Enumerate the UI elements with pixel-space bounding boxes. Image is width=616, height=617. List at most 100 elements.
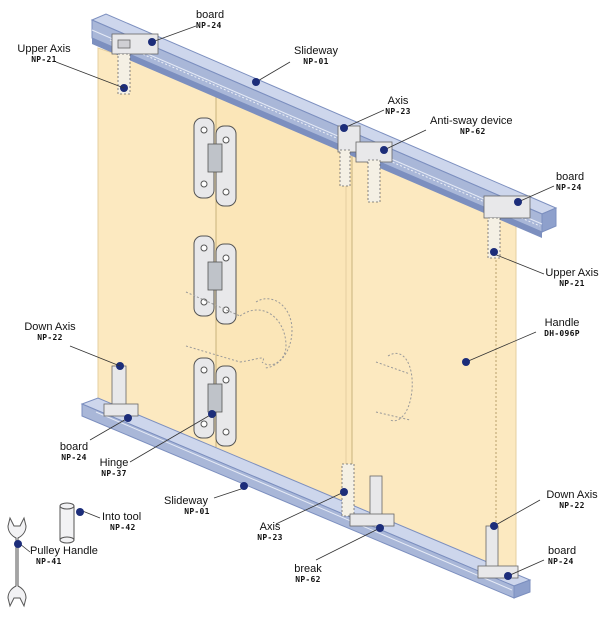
callout-board-top-right: board NP-24 [556,171,585,192]
leader-handle [465,331,537,363]
callout-code: NP-22 [559,500,585,510]
dot-hinge [208,410,216,418]
leader-anti-sway [383,129,427,151]
callout-code: NP-01 [303,56,329,66]
callout-code: DH-096P [544,328,580,338]
dot-into-tool [76,508,84,516]
callout-name: Anti-sway device [430,115,513,127]
leader-board-top-right [517,185,555,203]
pulley-handle-wrench [7,516,27,608]
callout-name: Handle [544,317,580,329]
callout-name: board [196,9,225,21]
callout-code: NP-24 [196,20,222,30]
hinges [193,117,237,447]
leader-slideway-top [255,61,291,83]
callout-code: NP-42 [110,522,136,532]
dot-axis-top [340,124,348,132]
callout-break: break NP-62 [294,563,322,584]
callout-down-axis-right: Down Axis NP-22 [546,489,598,510]
dot-pulley-handle [14,540,22,548]
callout-name: Slideway [163,495,209,507]
callout-code: NP-01 [184,506,210,516]
top-slideway-track [90,13,558,238]
callout-code: NP-24 [556,182,582,192]
door-panels [97,47,517,581]
leader-axis-bottom [275,491,345,525]
callout-code: NP-24 [548,556,574,566]
callout-upper-axis-left: Upper Axis NP-21 [17,43,71,64]
dot-down-axis-right [490,522,498,530]
callout-name: board [556,171,585,183]
leader-board-bottom-right [507,559,545,577]
leader-slideway-bottom [213,487,245,499]
callout-code: NP-23 [385,106,411,116]
callout-name: Axis [259,521,281,533]
callout-name: break [294,563,322,575]
handles [185,291,413,422]
callout-pulley-handle: Pulley Handle NP-41 [30,545,98,566]
callout-name: board [59,441,89,453]
callout-handle: Handle DH-096P [544,317,580,338]
callout-upper-axis-right: Upper Axis NP-21 [545,267,599,288]
callout-code: NP-24 [61,452,87,462]
into-tool-cylinder [59,502,75,544]
callout-name: Pulley Handle [30,545,98,557]
callout-code: NP-41 [36,556,62,566]
callout-name: Hinge [99,457,129,469]
callout-code: NP-62 [460,126,486,136]
callout-name: Upper Axis [545,267,599,279]
top-hardware [111,33,531,259]
leader-axis-top [343,109,385,129]
callout-name: Down Axis [546,489,598,501]
leader-break [315,527,381,561]
callout-hinge: Hinge NP-37 [99,457,129,478]
callout-code: NP-23 [257,532,283,542]
callout-code: NP-62 [295,574,321,584]
callout-board-top-left: board NP-24 [196,9,225,30]
dot-slideway-top [252,78,260,86]
leader-upper-axis-right [493,253,545,275]
leader-down-axis-left [69,345,121,367]
dot-board-top-left [148,38,156,46]
hinge-lower [193,357,237,447]
dot-board-bottom-right [504,572,512,580]
callout-axis-bottom: Axis NP-23 [257,521,283,542]
leader-board-bottom-left [89,417,129,441]
callout-name: Down Axis [24,321,76,333]
callout-code: NP-21 [31,54,57,64]
callout-anti-sway-device: Anti-sway device NP-62 [430,115,513,136]
dot-board-top-right [514,198,522,206]
leader-down-axis-right [493,499,541,527]
callout-name: Axis [387,95,409,107]
bottom-slideway-track [80,397,532,599]
hinge-upper [193,117,237,207]
dot-board-bottom-left [124,414,132,422]
callout-into-tool: Into tool NP-42 [102,511,142,532]
callout-slideway-top: Slideway NP-01 [293,45,339,66]
callout-name: board [548,545,577,557]
dot-anti-sway [380,146,388,154]
leader-upper-axis-left [55,61,125,89]
hinge-middle [193,235,237,325]
leader-board-top-left [151,25,197,43]
dot-axis-bottom [340,488,348,496]
callout-board-bottom-left: board NP-24 [59,441,89,462]
callout-down-axis-left: Down Axis NP-22 [24,321,76,342]
callout-code: NP-37 [101,468,127,478]
dot-break [376,524,384,532]
callout-name: Upper Axis [17,43,71,55]
callout-name: Slideway [293,45,339,57]
dot-upper-axis-right [490,248,498,256]
callout-axis-top: Axis NP-23 [385,95,411,116]
callout-name: Into tool [102,511,142,523]
callout-marker-dots [14,38,522,580]
callout-slideway-bottom: Slideway NP-01 [162,495,210,516]
dot-handle [462,358,470,366]
callout-leader-lines [19,25,555,577]
leader-hinge [129,413,213,463]
callout-board-bottom-right: board NP-24 [548,545,577,566]
callout-code: NP-22 [37,332,63,342]
dot-slideway-bottom [240,482,248,490]
callout-code: NP-21 [559,278,585,288]
